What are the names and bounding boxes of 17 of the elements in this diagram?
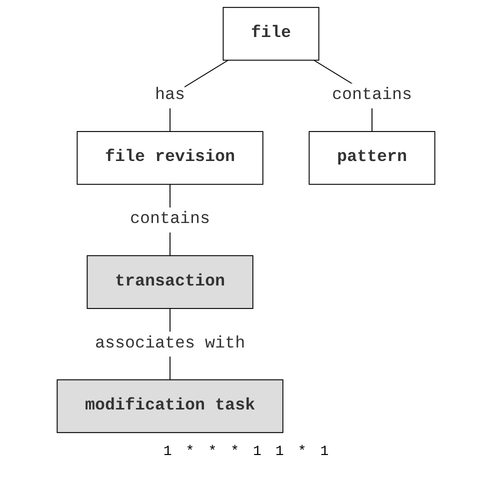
multiplicity-label: *: [186, 444, 194, 460]
node-box: pattern: [308, 131, 436, 185]
node-box: file: [222, 6, 320, 61]
multiplicity-label: *: [298, 444, 306, 460]
edge-label: contains: [332, 86, 412, 105]
edge-label: contains: [130, 210, 210, 229]
edge-label: has: [155, 86, 186, 105]
multiplicity-label: 1: [320, 444, 329, 460]
multiplicity-label: 1: [163, 444, 172, 460]
node-box: file revision: [76, 131, 264, 185]
node-box: modification task: [56, 379, 284, 434]
multiplicity-label: *: [230, 444, 239, 460]
multiplicity-label: *: [208, 444, 217, 460]
multiplicity-label: 1: [253, 444, 262, 460]
edge-label: associates with: [94, 334, 246, 353]
node-box: transaction: [86, 255, 254, 309]
multiplicity-label: 1: [275, 444, 284, 460]
